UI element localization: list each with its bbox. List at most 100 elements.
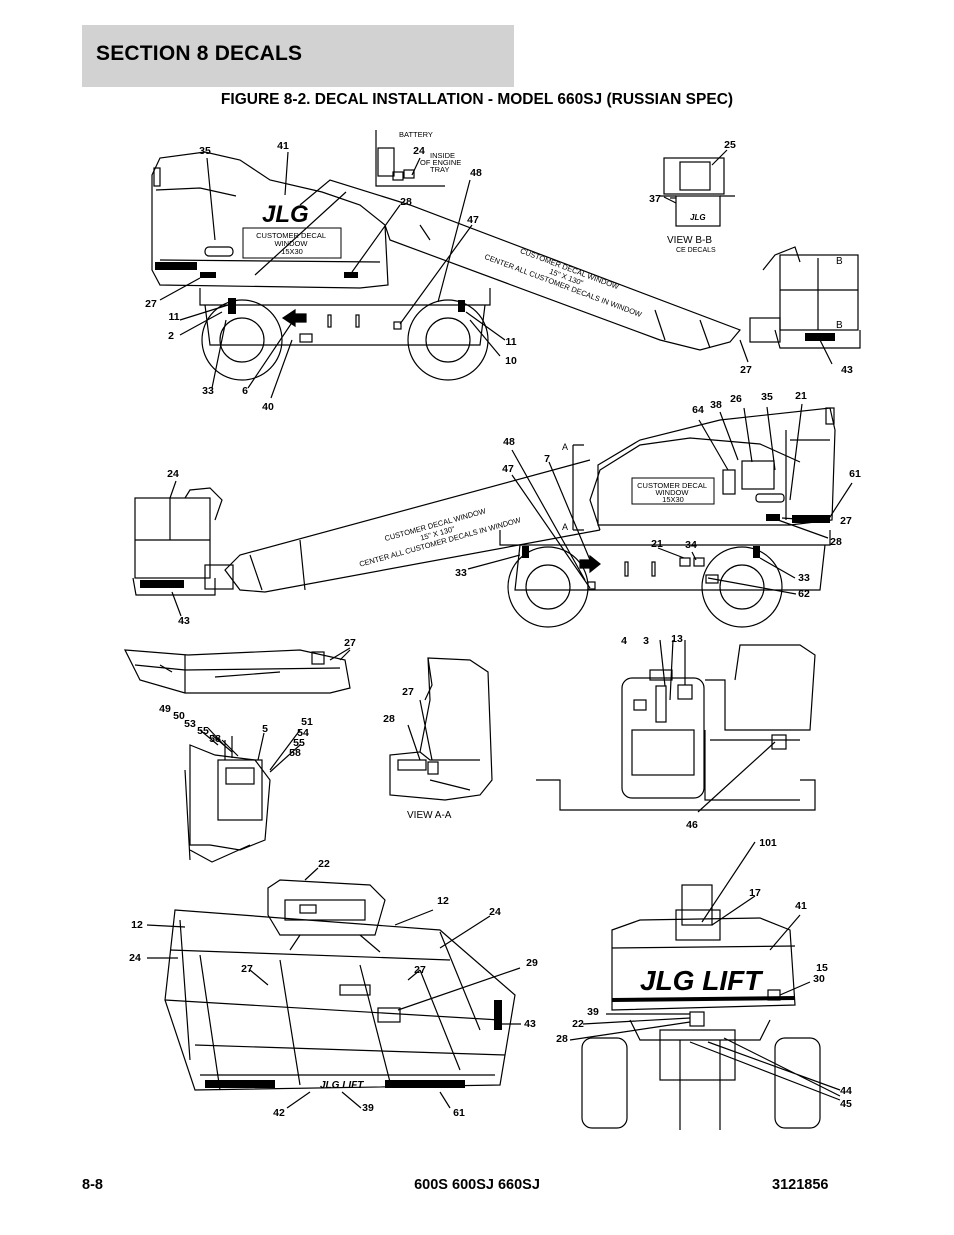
- callout: 13: [671, 633, 683, 645]
- callout: 33: [455, 567, 467, 579]
- callout: 44: [840, 1085, 852, 1097]
- figure-title: FIGURE 8-2. DECAL INSTALLATION - MODEL 6…: [220, 91, 734, 108]
- callout: 27: [145, 298, 157, 310]
- section-mark-b1: B: [836, 256, 843, 267]
- callout: 55: [293, 737, 305, 749]
- callout: 10: [505, 355, 517, 367]
- callout: 28: [830, 536, 842, 548]
- view-a-a-label: VIEW A-A: [407, 810, 452, 821]
- callout: 40: [262, 401, 274, 413]
- callout: 22: [318, 858, 330, 870]
- callout: 34: [685, 539, 697, 551]
- callout-labels: 35 41 24 48 28 47 25 37 27 11 2 33 6 40 …: [129, 139, 861, 1119]
- document-number: 3121856: [772, 1177, 829, 1193]
- callout: 24: [413, 145, 425, 157]
- callout: 50: [173, 710, 185, 722]
- callout: 43: [178, 615, 190, 627]
- callout: 24: [167, 468, 179, 480]
- engine-tray-note-3: TRAY: [430, 165, 449, 174]
- jlg-logo: JLG: [262, 201, 309, 228]
- platform-isometric: JLG LIFT: [146, 867, 521, 1109]
- callout: 41: [277, 140, 289, 152]
- callout: 48: [470, 167, 482, 179]
- callout: 41: [795, 900, 807, 912]
- section-mark-a1: A: [562, 442, 568, 452]
- page-number: 8-8: [82, 1177, 103, 1193]
- decal-window2-line-3: 15X30: [662, 495, 684, 504]
- decal-window2-line-2: WINDOW: [655, 488, 689, 497]
- callout: 61: [453, 1107, 465, 1119]
- engine-tray-note-1: INSIDE: [430, 151, 455, 160]
- callout: 53: [184, 718, 196, 730]
- machine-side-view-2: CUSTOMER DECAL WINDOW 15X30 CUSTOMER DEC…: [132, 403, 853, 628]
- callout: 12: [131, 919, 143, 931]
- callout: 37: [649, 193, 661, 205]
- section-title: SECTION 8 DECALS: [96, 42, 303, 65]
- callout: 27: [414, 964, 426, 976]
- callout: 12: [437, 895, 449, 907]
- callout: 27: [344, 637, 356, 649]
- callout: 42: [273, 1107, 285, 1119]
- callout: 11: [168, 311, 179, 323]
- callout: 4: [621, 635, 627, 647]
- callout: 35: [761, 391, 773, 403]
- front-brand: JLG LIFT: [640, 965, 764, 996]
- callout: 48: [503, 436, 515, 448]
- view-a-a: VIEW A-A: [389, 657, 493, 821]
- callout: 33: [798, 572, 810, 584]
- pivot-detail-view: [123, 647, 351, 694]
- section-mark-a2: A: [562, 522, 568, 532]
- callout: 24: [489, 906, 501, 918]
- callout: 33: [202, 385, 214, 397]
- callout: 6: [242, 385, 248, 397]
- callout: 58: [289, 747, 301, 759]
- callout: 28: [383, 713, 395, 725]
- callout: 21: [651, 538, 663, 550]
- callout: 11: [505, 336, 516, 348]
- callout: 45: [840, 1098, 852, 1110]
- callout: 30: [813, 973, 825, 985]
- callout: 25: [724, 139, 736, 151]
- engine-tray-note-2: OF ENGINE: [420, 158, 461, 167]
- callout: 55: [197, 725, 209, 737]
- callout: 27: [740, 364, 752, 376]
- callout: 27: [241, 963, 253, 975]
- callout: 62: [798, 588, 810, 600]
- battery-note: BATTERY: [399, 130, 433, 139]
- callout: 7: [544, 453, 550, 465]
- callout: 27: [840, 515, 852, 527]
- callout: 2: [168, 330, 174, 342]
- callout: 28: [400, 196, 412, 208]
- control-box-view: [184, 727, 301, 863]
- machine-front-view: JLG LIFT: [569, 841, 841, 1130]
- callout: 46: [686, 819, 698, 831]
- ce-jlg-logo: JLG: [690, 213, 706, 222]
- callout: 17: [749, 887, 761, 899]
- svg-text:BATTERY INSIDE OF: BATTERY INSIDE OF ENGINE TRAY: [399, 130, 463, 174]
- callout: 61: [849, 468, 861, 480]
- callout: 51: [301, 716, 313, 728]
- callout: 3: [643, 635, 649, 647]
- callout: 15: [816, 962, 828, 974]
- decal-window2-line-1: CUSTOMER DECAL: [637, 481, 707, 490]
- callout: 54: [297, 727, 309, 739]
- callout: 29: [526, 957, 538, 969]
- svg-text:CUSTOMER DECAL WINDOW: CUSTOMER DECAL WINDOW 15X30: [637, 481, 709, 504]
- callout: 28: [556, 1033, 568, 1045]
- callout: 35: [199, 145, 211, 157]
- ce-decals-label: CE DECALS: [676, 247, 716, 254]
- svg-text:CUSTOMER DECAL WINDOW: CUSTOMER DECAL WINDOW 15X30: [256, 231, 328, 256]
- view-b-b: JLG VIEW B-B CE DECALS: [660, 149, 735, 254]
- callout: 58: [209, 733, 221, 745]
- callout: 39: [587, 1006, 599, 1018]
- callout: 43: [841, 364, 853, 376]
- section-banner: SECTION 8 DECALS: [82, 25, 514, 87]
- callout: 43: [524, 1018, 536, 1030]
- decal-window-line-2: WINDOW: [274, 239, 308, 248]
- callout: 21: [795, 390, 807, 402]
- view-b-b-label: VIEW B-B: [667, 235, 712, 246]
- callout: 47: [502, 463, 514, 475]
- model-list: 600S 600SJ 660SJ: [414, 1177, 540, 1193]
- platform-brand: JLG LIFT: [320, 1080, 364, 1091]
